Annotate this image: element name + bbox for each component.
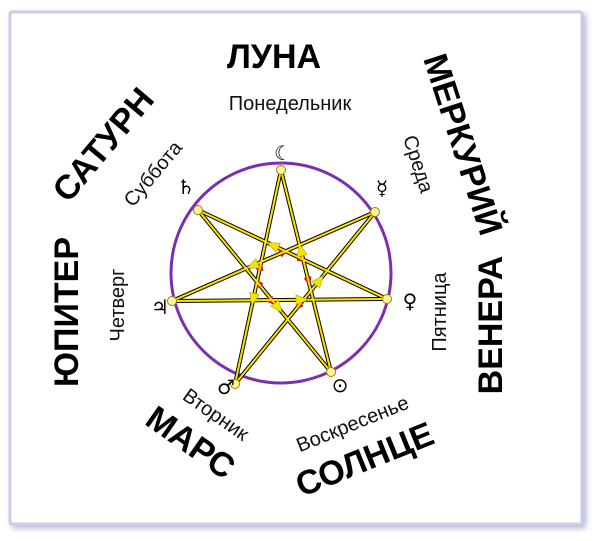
venus-name: ВЕНЕРА [472, 256, 510, 395]
moon-symbol-icon: ☾ [274, 141, 292, 165]
weekday-path-segment [197, 209, 388, 300]
weekday-arrow [270, 299, 283, 314]
thursday-label: Четверг [107, 269, 129, 342]
jupiter-symbol-icon: ♃ [151, 295, 169, 319]
vertex-dot [326, 367, 336, 377]
vertex-dot [370, 207, 380, 217]
weekday-order-path [171, 169, 388, 385]
arrow-head [296, 243, 308, 258]
weekday-path-segment [197, 209, 332, 373]
frame-border [8, 10, 584, 526]
jupiter-name: ЮПИТЕР [48, 237, 86, 387]
weekday-arrow [311, 274, 324, 289]
saturn-symbol-icon: ♄ [177, 175, 195, 199]
weekday-path-segment [171, 211, 376, 302]
mars-symbol-icon: ♂ [217, 375, 235, 399]
weekday-arrow [266, 242, 281, 253]
arrow-head [311, 274, 324, 289]
arrow-head [246, 258, 261, 269]
vertex-dot [230, 379, 240, 389]
vertex-dot [382, 294, 392, 304]
mercury-symbol-icon: ☿ [376, 176, 388, 200]
weekday-arrow [295, 294, 309, 306]
arrow-head [266, 242, 281, 253]
sun-symbol-icon: ⊙ [332, 373, 349, 397]
friday-label: Пятница [429, 272, 451, 352]
weekday-arrow [246, 258, 261, 269]
weekday-path-segment [234, 211, 376, 385]
vertex-dot [193, 205, 203, 215]
orbit-circle [169, 161, 393, 385]
arrow-head [295, 294, 309, 306]
weekday-path-segment [234, 169, 282, 385]
monday-label: Понедельник [229, 93, 352, 115]
vertex-dot [276, 165, 286, 175]
vertex-points [167, 165, 392, 389]
arrow-head [270, 299, 283, 314]
vertex-dot [167, 296, 177, 306]
moon-name: ЛУНА [227, 38, 321, 76]
weekday-arrow [296, 243, 308, 258]
weekday-path-segment [280, 169, 332, 373]
venus-symbol-icon: ♀ [403, 289, 418, 313]
weekday-path-segment [171, 298, 388, 302]
